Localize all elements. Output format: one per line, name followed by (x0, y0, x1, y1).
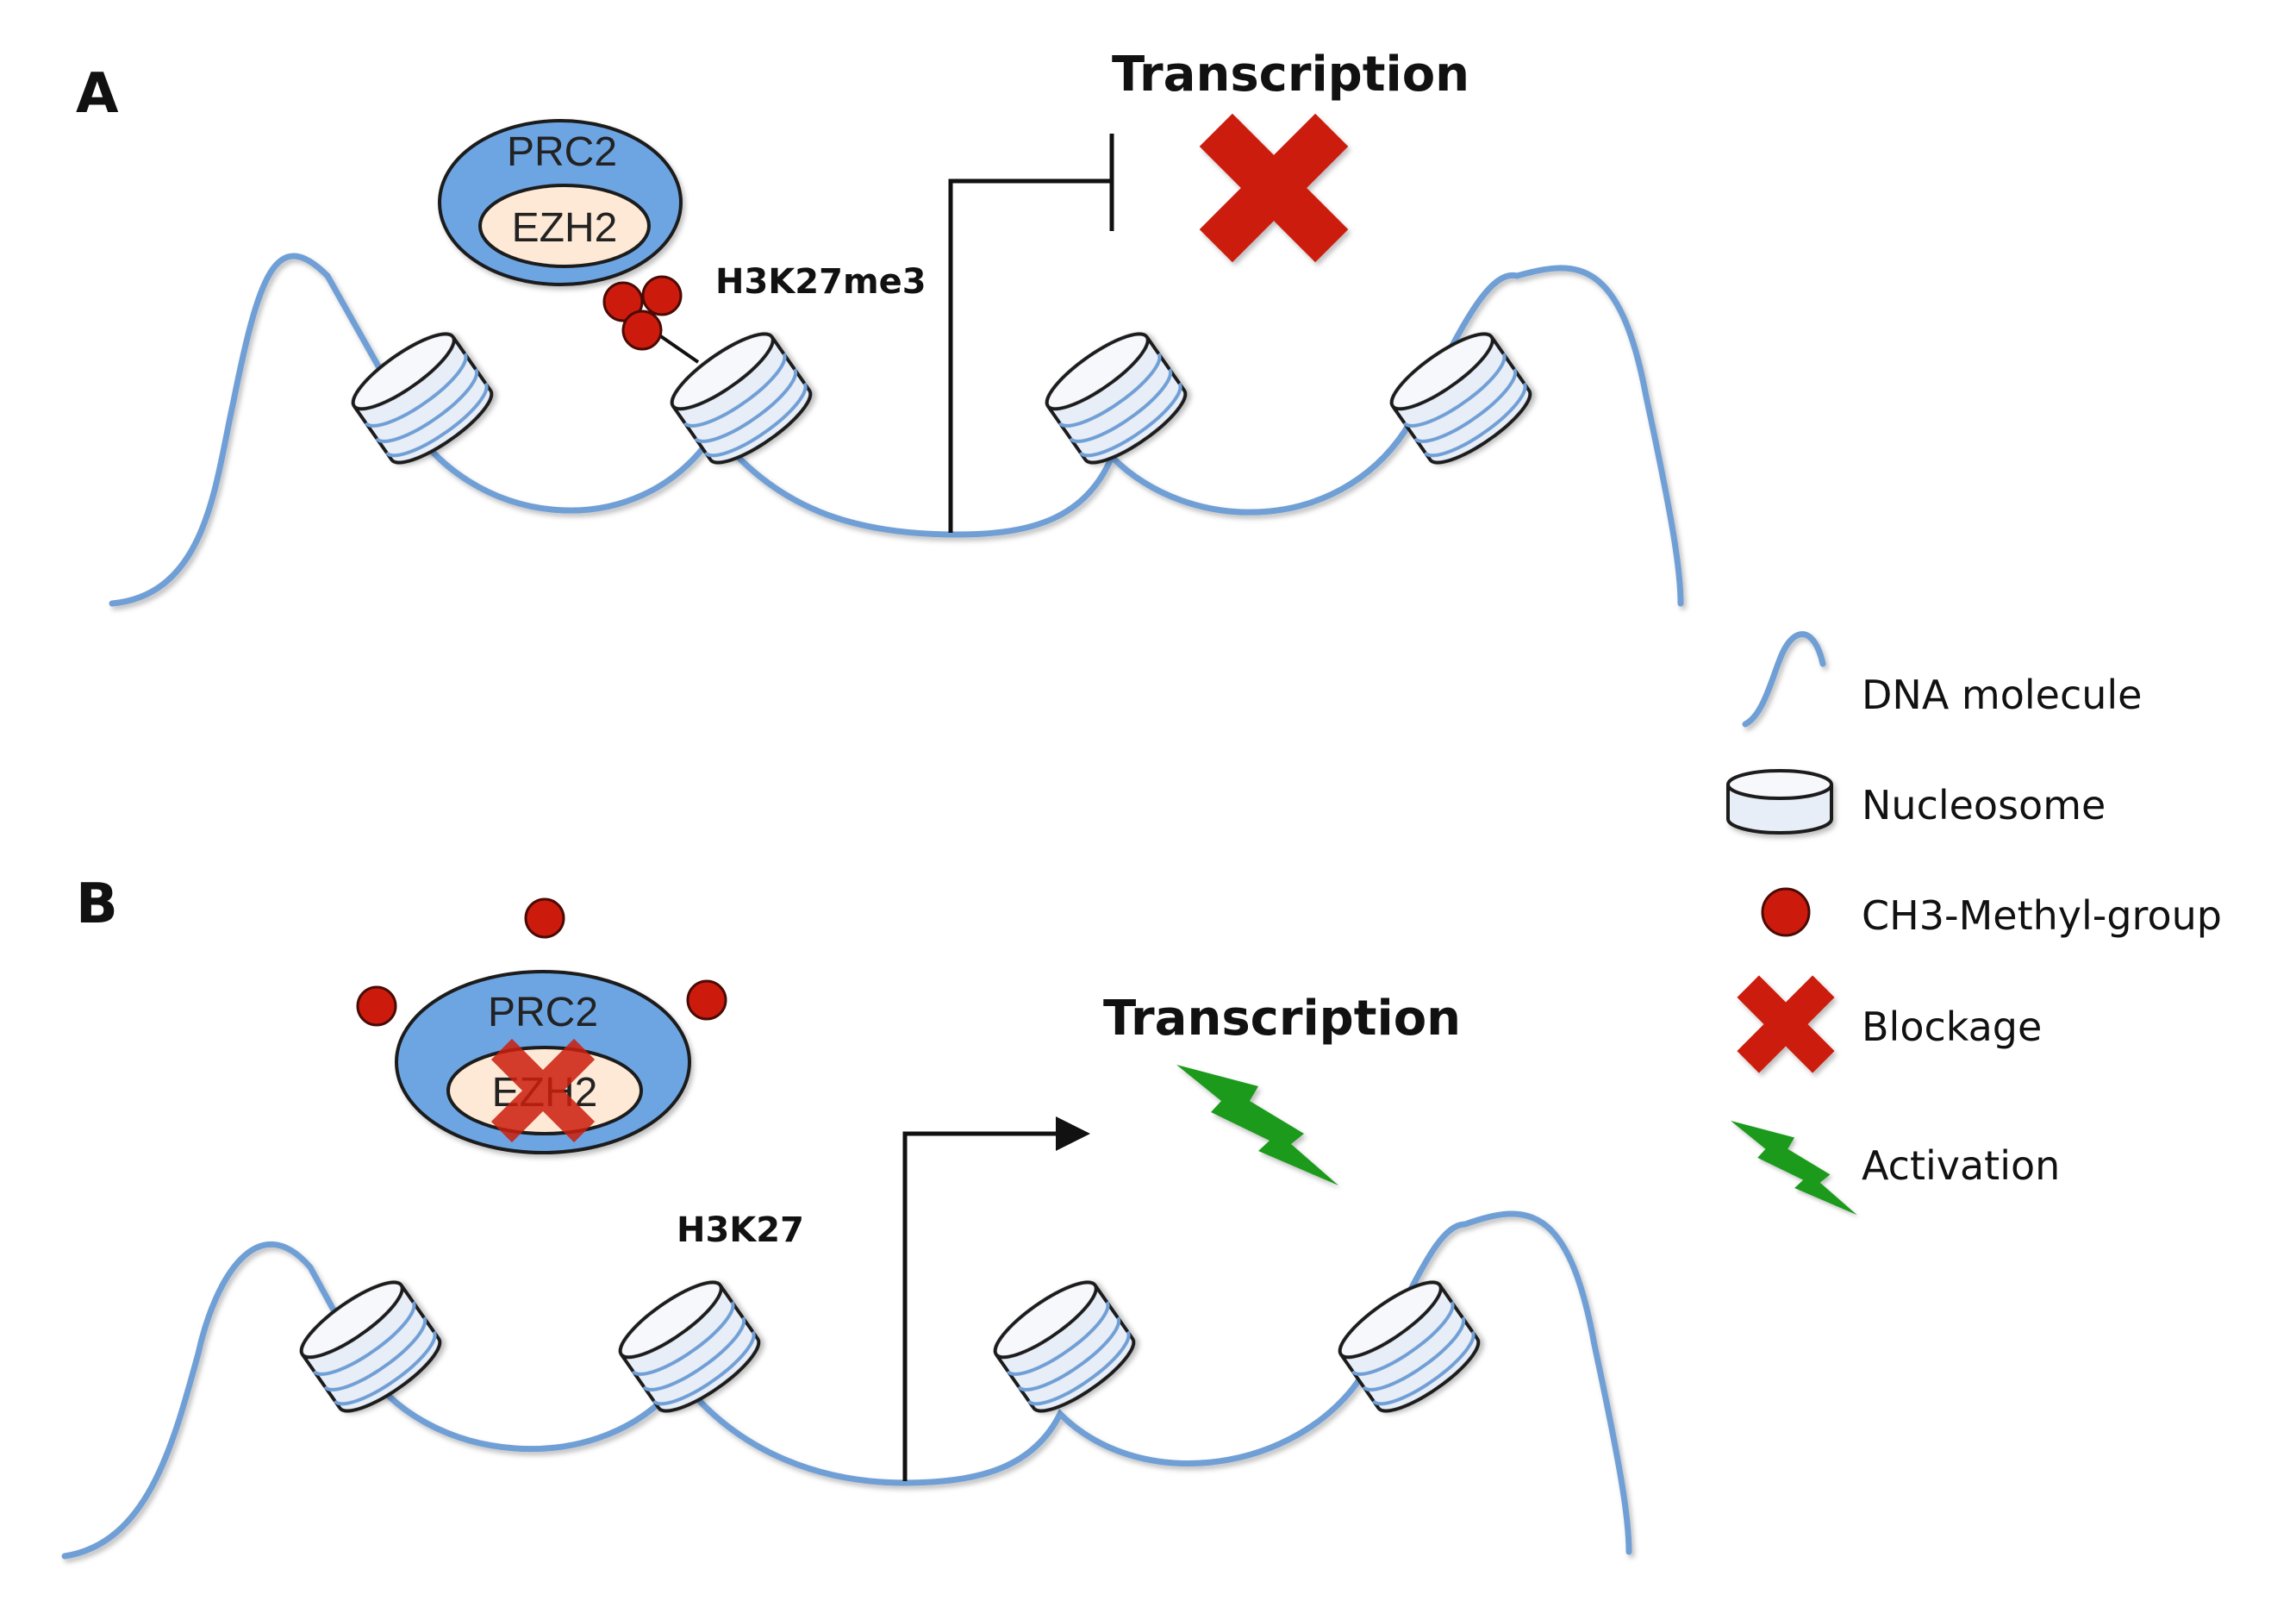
ezh2-label-a: EZH2 (512, 205, 618, 251)
nucleosome-a4 (1381, 321, 1541, 476)
arrowhead-b (1056, 1116, 1090, 1151)
promoter-arrow-b (902, 1131, 1060, 1481)
nucleosome-b1 (290, 1269, 451, 1424)
legend-activation-label: Activation (1862, 1142, 2060, 1189)
nucleosome-b4 (1329, 1269, 1489, 1424)
nucleosome-b2 (609, 1269, 770, 1424)
h3k27me3-label: H3K27me3 (715, 262, 927, 302)
h3k27-label: H3K27 (677, 1210, 804, 1250)
legend-dna-label: DNA molecule (1862, 672, 2142, 718)
ezh2-blocked-icon (490, 1038, 596, 1143)
dna-strand-a (109, 253, 1684, 607)
methyl-groups-b (356, 897, 727, 1027)
legend-nucleosome-label: Nucleosome (1862, 782, 2106, 829)
panel-a-label: A (76, 62, 119, 126)
legend-activation-icon (1731, 1121, 1857, 1216)
methyl-groups-a (602, 275, 700, 364)
legend-dna-icon (1742, 631, 1826, 728)
transcription-title-b: Transcription (1103, 991, 1461, 1047)
nucleosome-a2 (661, 321, 821, 476)
nucleosome-a3 (1036, 321, 1196, 476)
legend-methyl-label: CH3-Methyl-group (1862, 892, 2222, 939)
transcription-title-a: Transcription (1112, 47, 1469, 103)
panel-a: A PRC2 EZH2 H3K27me3 Transcription (76, 47, 1684, 607)
nucleosome-b3 (984, 1269, 1145, 1424)
prc2-label-b: PRC2 (488, 990, 598, 1035)
prc2-label-a: PRC2 (507, 129, 617, 175)
promoter-block-a (948, 134, 1114, 533)
activation-icon (1176, 1065, 1338, 1185)
legend-methyl-icon (1761, 887, 1811, 937)
blockage-icon (1199, 113, 1349, 263)
legend: DNA molecule Nucleosome CH3-Methyl-group… (1726, 631, 2222, 1216)
panel-b-label: B (76, 872, 118, 936)
panel-b: B PRC2 EZH2 H3K27 Tran (61, 872, 1632, 1560)
prc2-complex-a (438, 119, 683, 286)
legend-nucleosome-icon (1726, 769, 1833, 835)
dna-strand-b (61, 1210, 1632, 1560)
legend-blockage-icon (1737, 975, 1835, 1073)
legend-blockage-label: Blockage (1862, 1004, 2042, 1050)
